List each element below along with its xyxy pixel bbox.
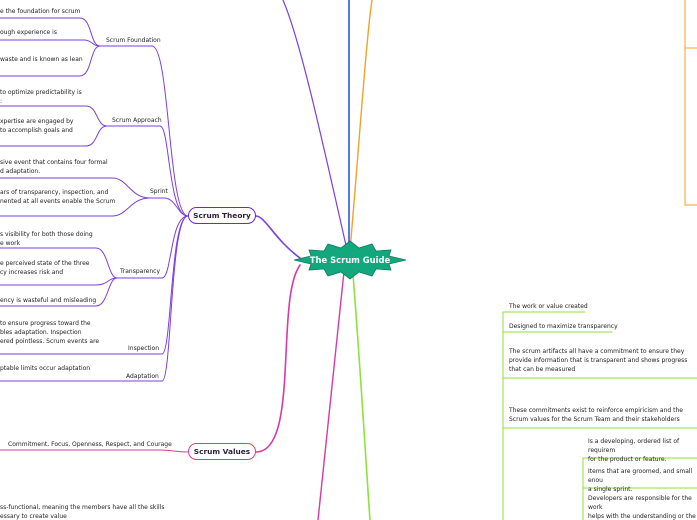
orange-branch-line xyxy=(349,0,373,251)
theory-to-inspection xyxy=(161,215,189,355)
theory-to-foundation xyxy=(151,45,189,217)
sprint-item-2: ars of transparency, inspection, and nen… xyxy=(0,189,116,206)
inspection-item-1: to ensure progress toward the bles adapt… xyxy=(0,320,100,346)
pink-down-branch-line xyxy=(317,261,346,520)
scrum-values-topic[interactable]: Scrum Values xyxy=(188,443,256,460)
foundation-item-2: ough experience is xyxy=(0,29,57,36)
values-item-1: Commitment, Focus, Openness, Respect, an… xyxy=(8,441,172,448)
artifact-item-1: The work or value created xyxy=(509,303,588,310)
artifact-item-4: These commitments exist to reinforce emp… xyxy=(509,407,683,424)
foundation-item-3: waste and is known as lean xyxy=(0,56,83,63)
foundation-item-1: e the foundation for scrum xyxy=(0,8,81,15)
theory-to-approach xyxy=(159,125,189,217)
approach-item-2: xpertise are engaged by to accomplish go… xyxy=(0,118,74,135)
adaptation-item-1: ptable limits occur adaptation xyxy=(0,365,91,372)
team-item-1: ss-functional, meaning the members have … xyxy=(0,504,165,520)
subtopic-inspection[interactable]: Inspection xyxy=(128,345,159,352)
scrum-theory-label: Scrum Theory xyxy=(193,211,251,220)
green-branch-line xyxy=(351,261,371,520)
theory-branch-line xyxy=(255,215,301,259)
orange-right-line xyxy=(684,0,697,206)
artifact-item-3: The scrum artifacts all have a commitmen… xyxy=(509,348,688,374)
root-title: The Scrum Guide xyxy=(309,255,391,265)
transparency-item-2: e perceived state of the three cy increa… xyxy=(0,260,90,277)
subtopic-transparency[interactable]: Transparency xyxy=(120,268,161,275)
theory-to-transparency xyxy=(161,215,189,279)
backlog-item-2: Items that are groomed, and small enou a… xyxy=(588,468,693,494)
artifact-item-2: Designed to maximize transparency xyxy=(509,323,618,330)
values-to-leaf xyxy=(0,449,189,453)
theory-to-sprint xyxy=(163,197,189,217)
transparency-item-3: ency is wasteful and misleading xyxy=(0,297,97,304)
subtopic-scrum-approach[interactable]: Scrum Approach xyxy=(112,117,162,124)
scrum-theory-topic[interactable]: Scrum Theory xyxy=(188,207,256,224)
subtopic-adaptation[interactable]: Adaptation xyxy=(126,373,159,380)
values-branch-line xyxy=(255,264,301,453)
backlog-item-1: Is a developing, ordered list of require… xyxy=(588,438,680,464)
scrum-values-label: Scrum Values xyxy=(193,447,251,456)
approach-item-1: to optimize predictability is : xyxy=(0,89,82,106)
subtopic-scrum-foundation[interactable]: Scrum Foundation xyxy=(106,37,161,44)
backlog-item-3: Developers are responsible for the work … xyxy=(588,495,696,520)
sprint-item-1: sive event that contains four formal d a… xyxy=(0,159,108,176)
subtopic-sprint[interactable]: Sprint xyxy=(150,188,168,195)
purple-top-branch-line xyxy=(282,0,348,251)
theory-to-adaptation xyxy=(161,215,189,382)
root-node[interactable]: The Scrum Guide xyxy=(293,240,407,280)
transparency-item-1: s visibility for both those doing e work xyxy=(0,231,93,248)
starburst-shape xyxy=(293,240,407,280)
